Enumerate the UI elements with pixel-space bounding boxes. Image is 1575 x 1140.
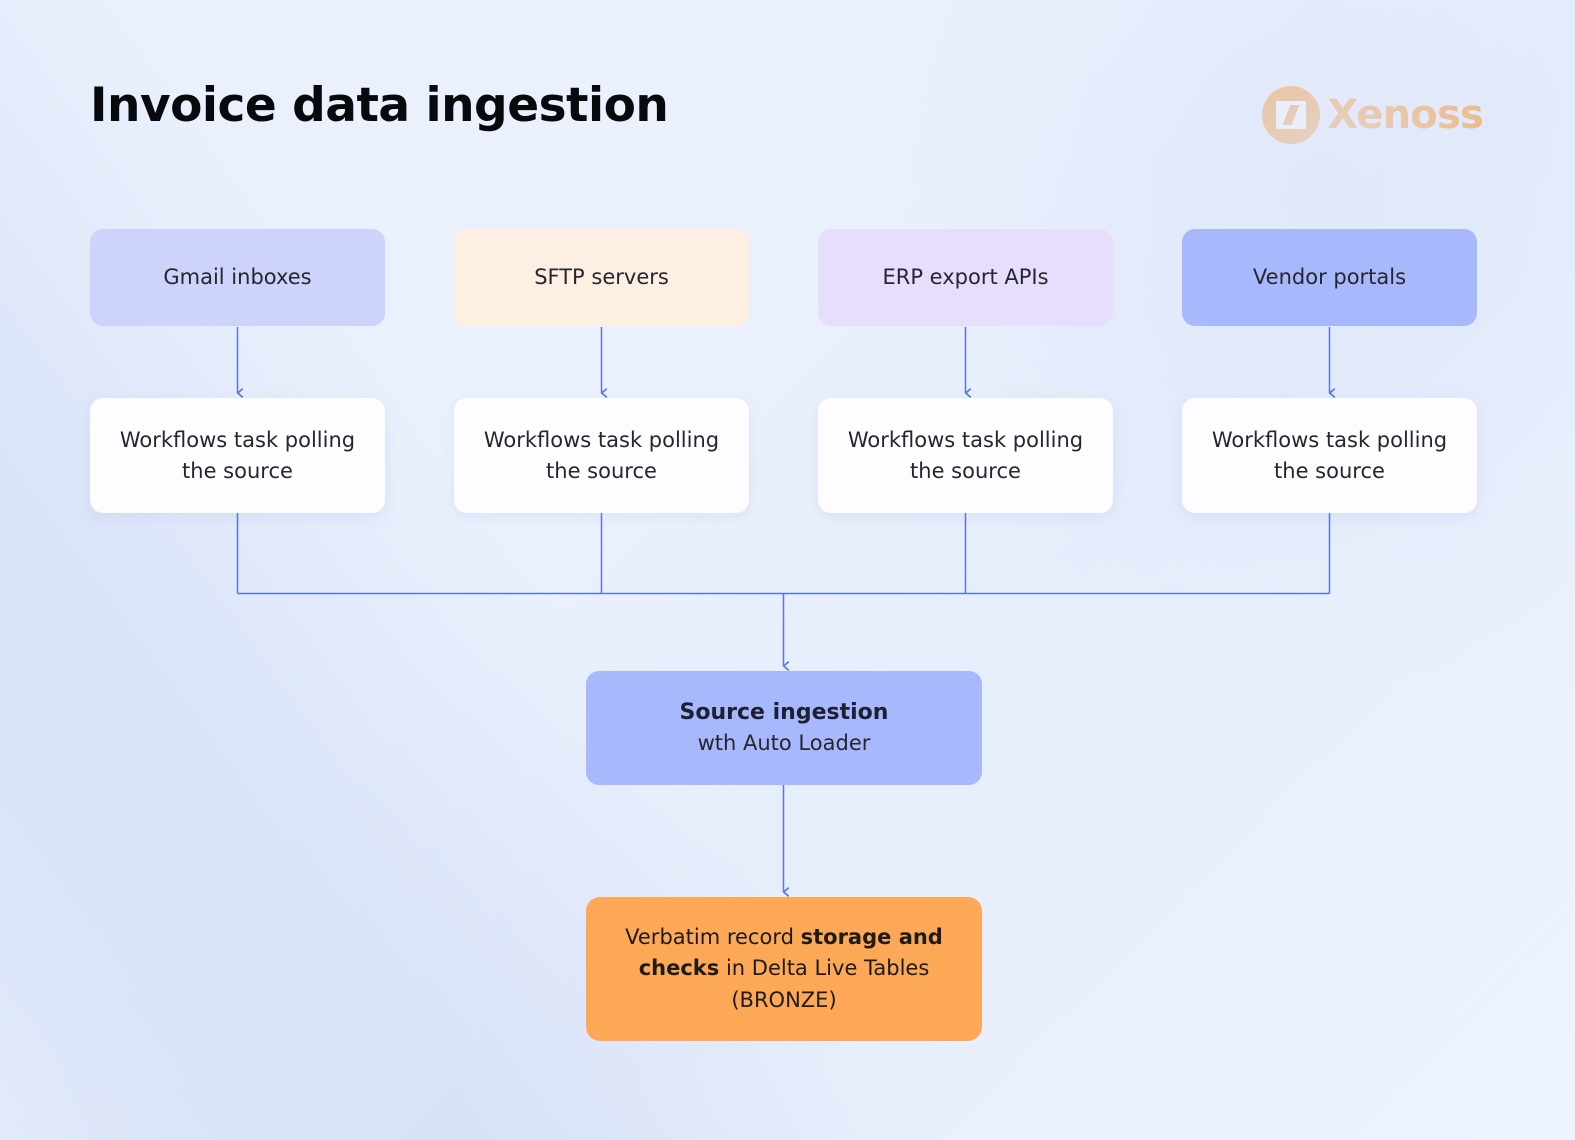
source-node-erp[interactable]: ERP export APIs — [818, 229, 1113, 326]
poller-node-4-label: Workflows task polling the source — [1211, 428, 1448, 483]
source-ingestion-title: Source ingestion — [679, 700, 889, 726]
poller-node-2-label: Workflows task polling the source — [483, 428, 720, 483]
poller-node-3-label: Workflows task polling the source — [847, 428, 1084, 483]
poller-node-1-label: Workflows task polling the source — [119, 428, 356, 483]
source-node-sftp-label: SFTP servers — [534, 265, 669, 290]
source-ingestion-node[interactable]: Source ingestion wth Auto Loader — [586, 671, 982, 785]
source-node-vendor[interactable]: Vendor portals — [1182, 229, 1477, 326]
source-node-vendor-label: Vendor portals — [1252, 265, 1407, 290]
bronze-storage-node[interactable]: Verbatim record storage and checks in De… — [586, 897, 982, 1041]
source-node-erp-label: ERP export APIs — [882, 265, 1049, 290]
page-title: Invoice data ingestion — [90, 78, 669, 133]
source-ingestion-subtitle: wth Auto Loader — [697, 730, 871, 755]
source-node-sftp[interactable]: SFTP servers — [454, 229, 749, 326]
poller-node-2[interactable]: Workflows task polling the source — [454, 398, 749, 513]
xenoss-circle-x-icon — [1262, 86, 1321, 144]
poller-node-4[interactable]: Workflows task polling the source — [1182, 398, 1477, 513]
bronze-text-part-1: Verbatim record — [625, 924, 801, 949]
poller-node-1[interactable]: Workflows task polling the source — [90, 398, 385, 513]
source-node-gmail-label: Gmail inboxes — [163, 265, 312, 290]
bronze-text-part-2: in Delta Live Tables (BRONZE) — [719, 956, 930, 1012]
brand-name: Xenoss — [1327, 92, 1483, 138]
bronze-storage-label: Verbatim record storage and checks in De… — [604, 922, 964, 1017]
brand-logo: Xenoss — [1262, 86, 1484, 144]
source-node-gmail[interactable]: Gmail inboxes — [90, 229, 385, 326]
bronze-text-bold-1: storage and checks — [638, 924, 943, 981]
poller-node-3[interactable]: Workflows task polling the source — [818, 398, 1113, 513]
